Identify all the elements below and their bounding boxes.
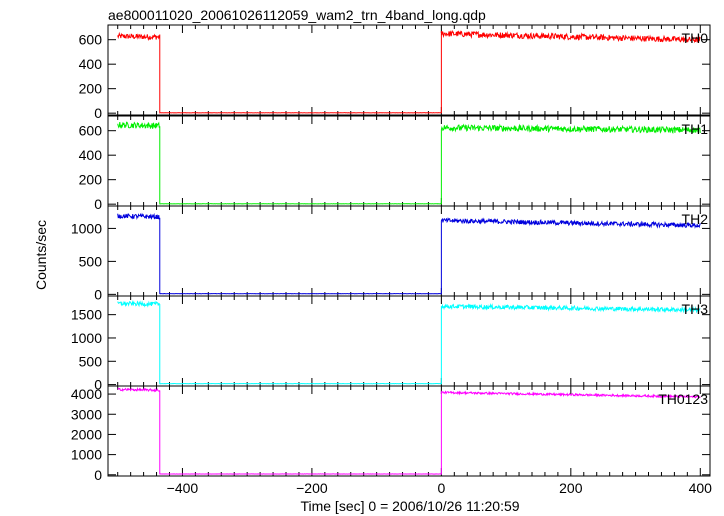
panel-th0: 0 200 400 600 TH0 [79, 24, 711, 121]
y-tick-label: 600 [79, 32, 103, 48]
y-tick-label: 1000 [71, 220, 102, 236]
series-line-th0 [117, 29, 701, 114]
y-tick-label: 0 [94, 286, 102, 302]
panel-frame [107, 24, 711, 116]
y-tick-label: 4000 [71, 386, 102, 402]
panel-label-th1: TH1 [682, 121, 709, 137]
panel-label-th3: TH3 [682, 301, 709, 317]
y-tick-label: 400 [79, 147, 103, 163]
panel-th0123: 0 1000 2000 3000 4000 TH0123 [71, 385, 711, 483]
chart-title: ae800011020_20061026112059_wam2_trn_4ban… [108, 7, 486, 23]
x-tick-label: −200 [296, 480, 328, 496]
panel-label-th0: TH0 [682, 30, 709, 46]
y-tick-label: 600 [79, 123, 103, 139]
x-axis-label: Time [sec] 0 = 2006/10/26 11:20:59 [300, 498, 519, 514]
y-tick-label: 0 [94, 105, 102, 121]
y-tick-label: 500 [79, 253, 103, 269]
series-line-th3 [117, 299, 701, 385]
panel-label-th2: TH2 [682, 211, 709, 227]
panel-frame [107, 385, 711, 477]
series-line-th0123 [117, 386, 701, 475]
panel-th2: 0 500 1000 TH2 [71, 205, 711, 302]
y-tick-label: 3000 [71, 406, 102, 422]
series-line-th2 [117, 212, 701, 295]
series-line-th1 [117, 121, 701, 205]
x-tick-label: 200 [559, 480, 583, 496]
y-axis-label: Counts/sec [33, 220, 49, 290]
x-tick-label: 400 [689, 480, 713, 496]
panel-th3: 0 500 1000 1500 TH3 [71, 295, 711, 393]
y-tick-label: 500 [79, 353, 103, 369]
y-tick-label: 2000 [71, 426, 102, 442]
y-tick-label: 200 [79, 172, 103, 188]
y-tick-label: 0 [94, 467, 102, 483]
y-tick-label: 0 [94, 377, 102, 393]
x-tick-label: −400 [167, 480, 199, 496]
y-tick-label: 1000 [71, 330, 102, 346]
y-tick-label: 400 [79, 56, 103, 72]
panel-label-th0123: TH0123 [658, 391, 708, 407]
panel-th1: 0 200 400 600 TH1 [79, 115, 711, 212]
y-tick-label: 1500 [71, 307, 102, 323]
y-tick-label: 0 [94, 196, 102, 212]
y-tick-label: 200 [79, 81, 103, 97]
y-tick-label: 1000 [71, 447, 102, 463]
x-tick-label: 0 [437, 480, 445, 496]
panel-frame [107, 205, 711, 297]
